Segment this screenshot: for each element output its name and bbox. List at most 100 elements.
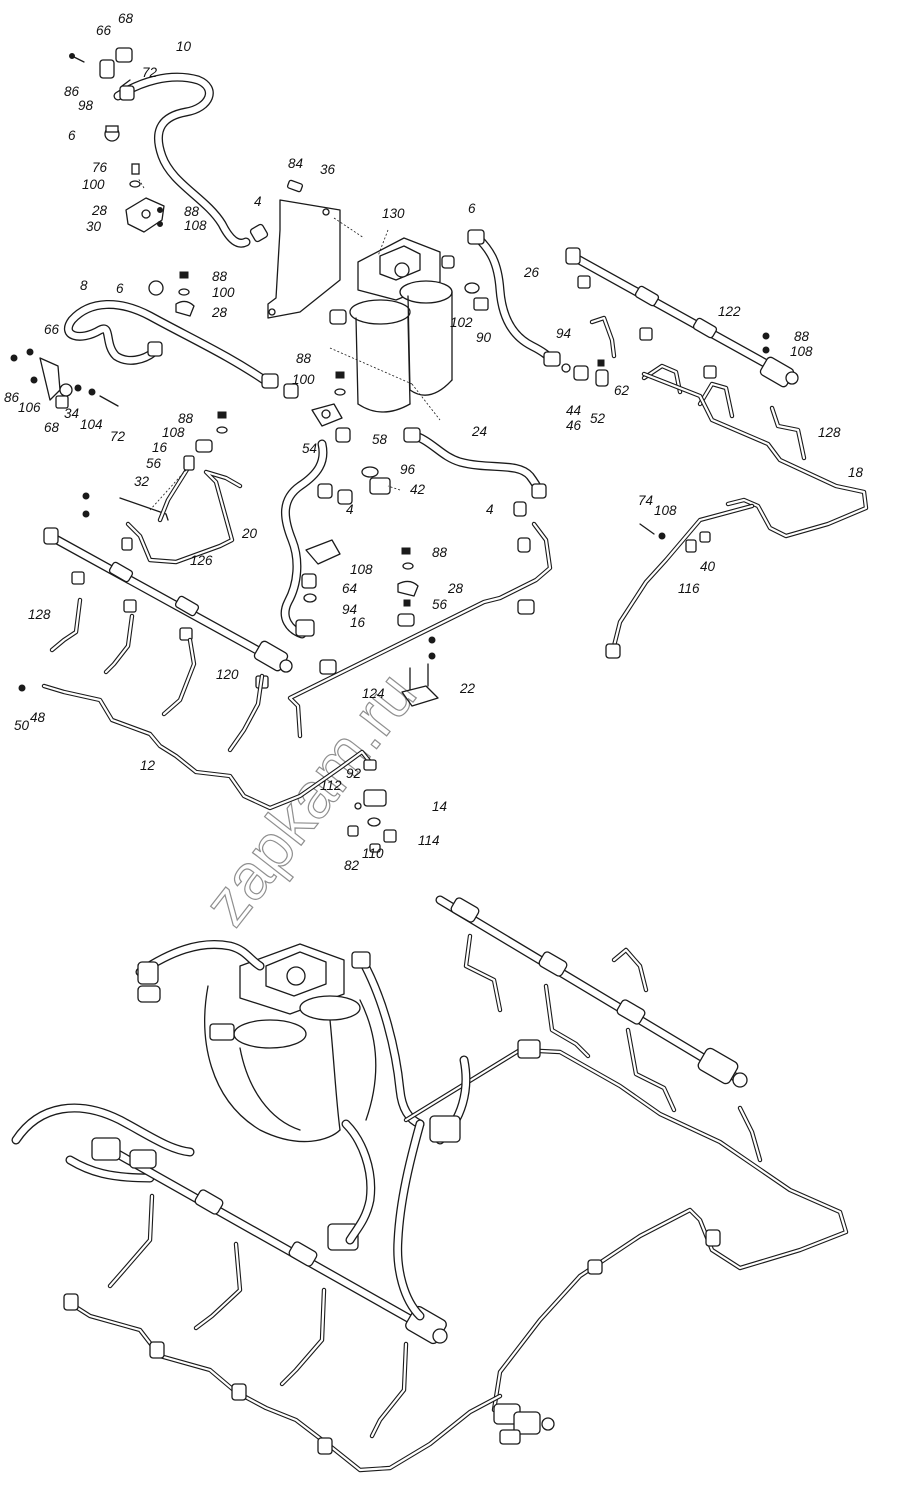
callout-34: 34 xyxy=(64,406,79,421)
leader-lines xyxy=(137,177,441,511)
callout-6b: 6 xyxy=(116,281,124,296)
callout-28: 28 xyxy=(91,203,108,218)
callout-58: 58 xyxy=(372,432,388,447)
pipe-12 xyxy=(18,683,373,811)
callout-40: 40 xyxy=(700,559,716,574)
callout-128b: 128 xyxy=(28,607,51,622)
callout-74: 74 xyxy=(638,493,653,508)
pipe-18 xyxy=(641,371,869,539)
callout-4c: 4 xyxy=(346,502,354,517)
callout-64: 64 xyxy=(342,581,357,596)
callout-114: 114 xyxy=(418,833,440,848)
callout-20: 20 xyxy=(241,526,258,541)
hose-26 xyxy=(467,229,561,367)
assembled-view xyxy=(11,895,849,1473)
callout-88f: 88 xyxy=(432,545,448,560)
callout-106: 106 xyxy=(18,400,41,415)
callout-112: 112 xyxy=(320,778,342,793)
callout-28b: 28 xyxy=(211,305,228,320)
callout-62: 62 xyxy=(614,383,630,398)
callout-86b: 86 xyxy=(4,390,20,405)
callout-90: 90 xyxy=(476,330,492,345)
callout-100d: 100 xyxy=(292,372,315,387)
callout-56: 56 xyxy=(146,456,162,471)
callout-108c: 108 xyxy=(790,344,813,359)
bracket-36 xyxy=(267,179,341,319)
hose-20 xyxy=(280,439,353,639)
clamps-center xyxy=(301,539,419,627)
callout-52: 52 xyxy=(590,411,606,426)
callout-66b: 66 xyxy=(44,322,60,337)
callout-72: 72 xyxy=(142,65,158,80)
callout-102: 102 xyxy=(450,315,473,330)
callout-32: 32 xyxy=(134,474,150,489)
callout-130: 130 xyxy=(382,206,405,221)
callout-68b: 68 xyxy=(44,420,60,435)
callout-8: 8 xyxy=(80,278,88,293)
callout-122: 122 xyxy=(718,304,741,319)
callout-110: 110 xyxy=(362,846,384,861)
callout-12: 12 xyxy=(140,758,156,773)
callout-120: 120 xyxy=(216,667,239,682)
callout-6c: 6 xyxy=(468,201,476,216)
callout-42: 42 xyxy=(410,482,426,497)
callout-128: 128 xyxy=(818,425,841,440)
callout-30: 30 xyxy=(86,219,102,234)
callout-88c: 88 xyxy=(794,329,810,344)
injector-lines-left xyxy=(49,597,265,753)
callout-88: 88 xyxy=(184,204,200,219)
hose-10 xyxy=(113,72,251,248)
callout-26: 26 xyxy=(523,265,540,280)
callout-68: 68 xyxy=(118,11,134,26)
callout-88e: 88 xyxy=(178,411,194,426)
fittings-44-52-62 xyxy=(464,282,617,387)
callout-28f: 28 xyxy=(447,581,464,596)
callout-88b: 88 xyxy=(212,269,228,284)
fuel-rail-122 xyxy=(565,247,799,388)
callout-98: 98 xyxy=(78,98,94,113)
callout-108g: 108 xyxy=(654,503,677,518)
pipe-124 xyxy=(287,501,553,739)
callout-86: 86 xyxy=(64,84,80,99)
callout-18: 18 xyxy=(848,465,864,480)
callout-48: 48 xyxy=(30,710,46,725)
callout-22: 22 xyxy=(459,681,476,696)
fittings-96-42 xyxy=(361,466,391,495)
callout-104: 104 xyxy=(80,417,103,432)
callout-126: 126 xyxy=(190,553,213,568)
callout-56f: 56 xyxy=(432,597,448,612)
callout-82: 82 xyxy=(344,858,360,873)
callout-66: 66 xyxy=(96,23,112,38)
fitting-4-top xyxy=(249,223,269,243)
watermark-text: zapkam.ru xyxy=(189,659,430,939)
part-32-126 xyxy=(119,411,243,565)
callout-124: 124 xyxy=(362,686,385,701)
callout-16: 16 xyxy=(152,440,168,455)
injector-lines-right xyxy=(641,363,807,461)
callout-44: 44 xyxy=(566,403,581,418)
hose-8 xyxy=(63,300,299,399)
callout-46: 46 xyxy=(566,418,582,433)
bracket-22 xyxy=(401,636,439,707)
callout-14: 14 xyxy=(432,799,447,814)
callout-94f: 94 xyxy=(342,602,357,617)
callout-labels: 68 66 10 72 86 98 6 76 100 28 88 30 108 … xyxy=(4,11,864,873)
fuel-filter-130 xyxy=(329,237,455,413)
callout-10: 10 xyxy=(176,39,192,54)
callout-88d: 88 xyxy=(296,351,312,366)
callout-108e: 108 xyxy=(162,425,185,440)
callout-108f: 108 xyxy=(350,562,373,577)
hose-24 xyxy=(403,427,547,499)
pipe-116 xyxy=(605,503,755,659)
clamp-group-88-100-28-left xyxy=(148,271,195,317)
fuel-rail-120 xyxy=(43,492,293,689)
callout-24: 24 xyxy=(471,424,487,439)
fittings-14-group xyxy=(347,759,397,853)
fittings-middle xyxy=(311,371,351,443)
clamp-28-30 xyxy=(125,163,165,233)
callout-16f: 16 xyxy=(350,615,366,630)
callout-4b: 4 xyxy=(486,502,494,517)
callout-116: 116 xyxy=(678,581,700,596)
callout-92: 92 xyxy=(346,766,362,781)
